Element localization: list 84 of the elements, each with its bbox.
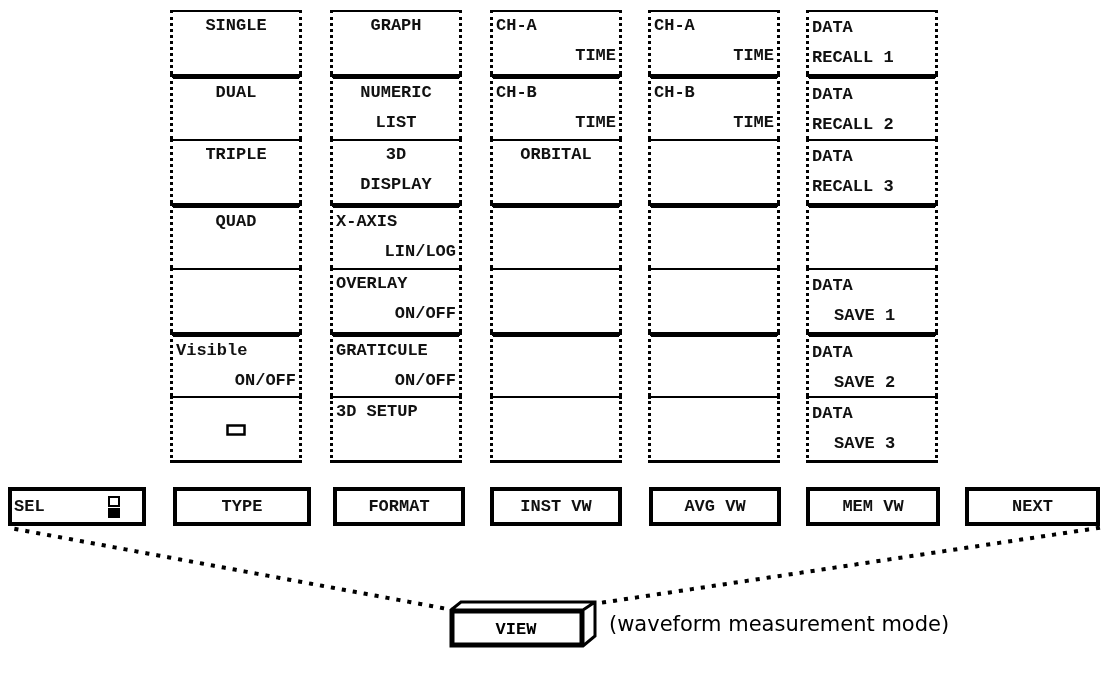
menu-cell bbox=[170, 74, 302, 139]
menu-label: GRAPH bbox=[369, 16, 423, 36]
menu-cell bbox=[806, 138, 938, 204]
softkey: NEXT bbox=[965, 487, 1100, 526]
menu-label: DUAL bbox=[214, 83, 258, 104]
empty-menu-cell bbox=[490, 396, 622, 463]
empty-menu-cell bbox=[806, 203, 938, 268]
softkey: MEM VW bbox=[806, 487, 940, 526]
menu-label: SAVE 3 bbox=[834, 434, 896, 455]
menu-label: RECALL 1 bbox=[812, 48, 894, 68]
menu-cell bbox=[806, 74, 938, 139]
softkey: SEL bbox=[8, 487, 146, 526]
menu-cell bbox=[330, 203, 462, 268]
key-label: VIEW bbox=[495, 619, 537, 639]
empty-menu-cell bbox=[490, 267, 622, 332]
menu-label: SAVE 2 bbox=[834, 373, 896, 393]
menu-label: DATA bbox=[812, 404, 853, 425]
menu-cell bbox=[648, 74, 780, 139]
mode-caption: (waveform measurement mode) bbox=[609, 612, 950, 636]
menu-label: CH-A bbox=[496, 16, 537, 36]
menu-cell bbox=[330, 332, 462, 397]
menu-label: TIME bbox=[733, 113, 774, 134]
menu-label: GRATICULE bbox=[336, 341, 428, 361]
softkey: INST VW bbox=[490, 487, 622, 526]
menu-cell bbox=[490, 138, 622, 204]
menu-label: DATA bbox=[812, 18, 853, 38]
empty-menu-cell bbox=[648, 396, 780, 463]
menu-label: DATA bbox=[812, 343, 853, 363]
menu-label: TIME bbox=[575, 113, 616, 134]
menu-label: SAVE 1 bbox=[834, 305, 896, 326]
menu-label: SINGLE bbox=[204, 16, 268, 36]
empty-menu-cell bbox=[490, 332, 622, 397]
menu-label: 3D SETUP bbox=[336, 402, 418, 423]
menu-label: 3D bbox=[384, 144, 408, 165]
menu-label: CH-B bbox=[654, 83, 695, 104]
menu-cell bbox=[330, 396, 462, 463]
menu-label: DATA bbox=[812, 275, 853, 296]
menu-cell bbox=[170, 203, 302, 268]
menu-label: TRIPLE bbox=[204, 144, 268, 165]
empty-menu-cell bbox=[648, 332, 780, 397]
menu-cell bbox=[806, 332, 938, 397]
menu-label: ON/OFF bbox=[394, 303, 456, 324]
menu-label: RECALL 3 bbox=[812, 176, 894, 197]
menu-cell bbox=[648, 10, 780, 75]
menu-cell bbox=[170, 138, 302, 204]
hardware-key bbox=[449, 600, 597, 648]
menu-label: Visible bbox=[176, 341, 248, 361]
softkey: AVG VW bbox=[649, 487, 781, 526]
empty-menu-cell bbox=[648, 203, 780, 268]
menu-label: CH-B bbox=[496, 83, 537, 104]
menu-label: X-AXIS bbox=[336, 212, 398, 233]
menu-cell bbox=[330, 138, 462, 204]
menu-label: ON/OFF bbox=[394, 371, 456, 391]
menu-label: TIME bbox=[733, 46, 774, 66]
menu-label: CH-A bbox=[654, 16, 695, 36]
menu-label: DATA bbox=[812, 146, 853, 167]
softkey: FORMAT bbox=[333, 487, 465, 526]
menu-cell bbox=[806, 396, 938, 463]
empty-menu-cell bbox=[648, 138, 780, 204]
menu-label: OVERLAY bbox=[336, 273, 408, 294]
menu-label: QUAD bbox=[214, 212, 258, 233]
menu-label: ON/OFF bbox=[234, 371, 296, 391]
empty-menu-cell bbox=[170, 267, 302, 332]
menu-label: DISPLAY bbox=[359, 174, 433, 195]
menu-label: DATA bbox=[812, 85, 853, 106]
menu-cell bbox=[490, 10, 622, 75]
empty-menu-cell bbox=[170, 396, 302, 463]
menu-label: RECALL 2 bbox=[812, 115, 894, 136]
empty-menu-cell bbox=[648, 267, 780, 332]
menu-cell bbox=[330, 267, 462, 332]
menu-cell bbox=[170, 10, 302, 75]
menu-cell bbox=[330, 74, 462, 139]
menu-cell bbox=[806, 267, 938, 332]
menu-label: ORBITAL bbox=[519, 144, 593, 165]
softkey: TYPE bbox=[173, 487, 311, 526]
menu-label: LIN/LOG bbox=[384, 242, 456, 263]
empty-menu-cell bbox=[490, 203, 622, 268]
menu-cell bbox=[330, 10, 462, 75]
menu-label: NUMERIC bbox=[359, 83, 433, 104]
menu-label: TIME bbox=[575, 46, 616, 66]
menu-cell bbox=[170, 332, 302, 397]
menu-cell bbox=[490, 74, 622, 139]
menu-cell bbox=[806, 10, 938, 75]
menu-label: LIST bbox=[374, 113, 418, 134]
